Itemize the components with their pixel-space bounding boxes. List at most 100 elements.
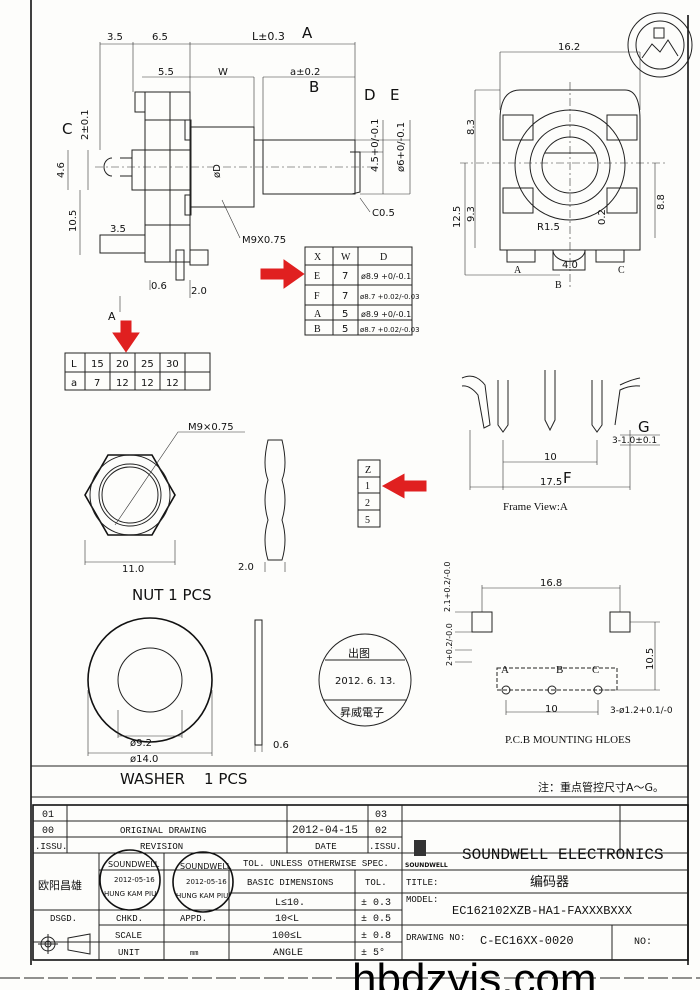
thread-spec: M9X0.75 (242, 235, 286, 246)
dim-shaft-dia: ø6+0/-0.1 (396, 122, 407, 172)
pcb-title: P.C.B MOUNTING HLOES (505, 734, 631, 746)
cell: ø8.7 +0.02/-0.03 (360, 293, 420, 301)
cell: ø8.9 +0/-0.1 (361, 272, 411, 281)
dim-4-0: 4.0 (562, 260, 578, 271)
cell: 12 (141, 378, 154, 389)
pcb-pin-b: B (556, 664, 563, 676)
dim-8-8: 8.8 (656, 194, 667, 210)
x-table-header-x: X (314, 252, 322, 263)
revision-header: REVISION (140, 842, 183, 852)
label-e: E (390, 86, 399, 104)
cell: L (71, 359, 77, 370)
red-arrow-icon (381, 473, 427, 499)
pin-a: A (514, 265, 522, 276)
pcb-d2: 2+0.2/-0.0 (445, 623, 454, 666)
issue-header: .ISSU. (35, 842, 67, 852)
table-row: F 7 ø8.7 +0.02/-0.03 (314, 291, 420, 302)
cell: 5 (342, 324, 348, 335)
x-table-header-d: D (380, 252, 387, 263)
dim-6-5: 6.5 (152, 32, 168, 43)
frame-pitch: 10 (544, 452, 557, 463)
tol-header: TOL. (365, 878, 387, 888)
basic-dimensions-header: BASIC DIMENSIONS (247, 878, 333, 888)
cell: Z (365, 465, 371, 476)
cell: ± 5° (361, 947, 385, 959)
pcb-height: 10.5 (645, 648, 656, 670)
washer-thickness: 0.6 (273, 740, 289, 751)
cell: 12 (116, 378, 129, 389)
model-value: EC162102XZB-HA1-FAXXXBXXX (452, 904, 632, 918)
label-g: G (638, 418, 650, 436)
nut-width: 11.0 (122, 564, 144, 575)
pcb-pin-a: A (501, 664, 509, 676)
designer-name: 欧阳昌雄 (38, 878, 82, 892)
nut-thickness: 2.0 (238, 562, 254, 573)
cell: 25 (141, 359, 154, 370)
cell: ø8.7 +0.02/-0.03 (360, 326, 420, 334)
release-stamp: 出图 2012. 6. 13. 昇威電子 (318, 633, 412, 727)
stamp-person: HUNG KAM PIU (176, 892, 228, 900)
scale-label: SCALE (115, 931, 142, 941)
table-row: 10<L± 0.5 (275, 914, 391, 925)
cell: a (71, 378, 77, 389)
dim-chamfer: C0.5 (372, 208, 395, 219)
title-label: TITLE: (406, 878, 438, 888)
pcb-width: 16.8 (540, 578, 562, 589)
cell: A (314, 309, 322, 320)
dim-w: W (218, 67, 228, 78)
control-note: 注：重点管控尺寸A～G。 (538, 780, 664, 794)
stamp-company: SOUNDWELL (180, 862, 232, 871)
dim-bore: øD (212, 164, 223, 178)
dim-a: a±0.2 (290, 67, 320, 78)
dim-0-6: 0.6 (151, 281, 167, 292)
cell: 5 (365, 515, 370, 526)
projection-symbol-icon (38, 933, 91, 955)
label-a: A (302, 24, 313, 42)
model-label: MODEL: (406, 895, 438, 905)
cell: L≤10. (275, 898, 305, 909)
cell: ± 0.3 (361, 898, 391, 909)
side-view: 3.5 6.5 L±0.3 A 5.5 W a±0.2 B D E 4.5+0/… (56, 24, 411, 323)
label-d: D (364, 86, 376, 104)
issue-02: 02 (375, 826, 387, 837)
chkd-label: CHKD. (116, 914, 143, 924)
cell: 7 (342, 291, 348, 302)
x-w-d-table: X W D E 7 ø8.9 +0/-0.1 F 7 ø8.7 +0.02/-0… (304, 246, 420, 336)
view-a-label: A (108, 310, 116, 323)
unit-label: UNIT (118, 948, 140, 958)
cell: 20 (116, 359, 129, 370)
cell: E (314, 271, 320, 282)
dim-c: 2±0.1 (80, 109, 91, 140)
dim-8-3: 8.3 (466, 119, 477, 135)
soundwell-logo: SOUNDWELL (405, 840, 448, 869)
front-view: 16.2 8.3 9.3 12.5 8.8 R1.5 0.2 4.0 A B C (452, 42, 667, 291)
l-a-table: L 15 20 25 30 a 7 12 12 12 (64, 352, 211, 391)
table-row: L 15 20 25 30 (71, 359, 179, 370)
pcb-d1: 2.1+0.2/-0.0 (443, 562, 452, 612)
revision-date: 2012-04-15 (292, 825, 358, 837)
red-arrow-icon (260, 259, 305, 289)
dsgd-label: DSGD. (50, 914, 77, 924)
cell: 1 (365, 481, 370, 492)
label-b: B (309, 78, 319, 96)
label-c: C (62, 120, 72, 138)
frame-pin-dim: 3-1.0±0.1 (612, 436, 657, 446)
cell: 100≤L (272, 931, 302, 942)
date-header: DATE (315, 842, 337, 852)
dim-shaft-flat: 4.5+0/-0.1 (370, 118, 381, 172)
dim-3-5: 3.5 (107, 32, 123, 43)
pcb-pitch: 10 (545, 704, 558, 715)
pcb-pin-c: C (592, 664, 599, 676)
frame-view-title: Frame View:A (503, 501, 568, 513)
nut-drawing: M9×0.75 11.0 2.0 NUT 1 PCS (84, 422, 286, 604)
stamp-date: 2012. 6. 13. (335, 676, 395, 687)
cell: 30 (166, 359, 179, 370)
dim-5-5: 5.5 (158, 67, 174, 78)
washer-label: WASHER 1 PCS (120, 770, 247, 788)
cell: 10<L (275, 914, 299, 925)
logo-text: SOUNDWELL (405, 862, 448, 869)
issue-header-right: .ISSU. (369, 842, 401, 852)
cell: B (314, 324, 321, 335)
washer-inner: ø9.2 (130, 738, 152, 749)
